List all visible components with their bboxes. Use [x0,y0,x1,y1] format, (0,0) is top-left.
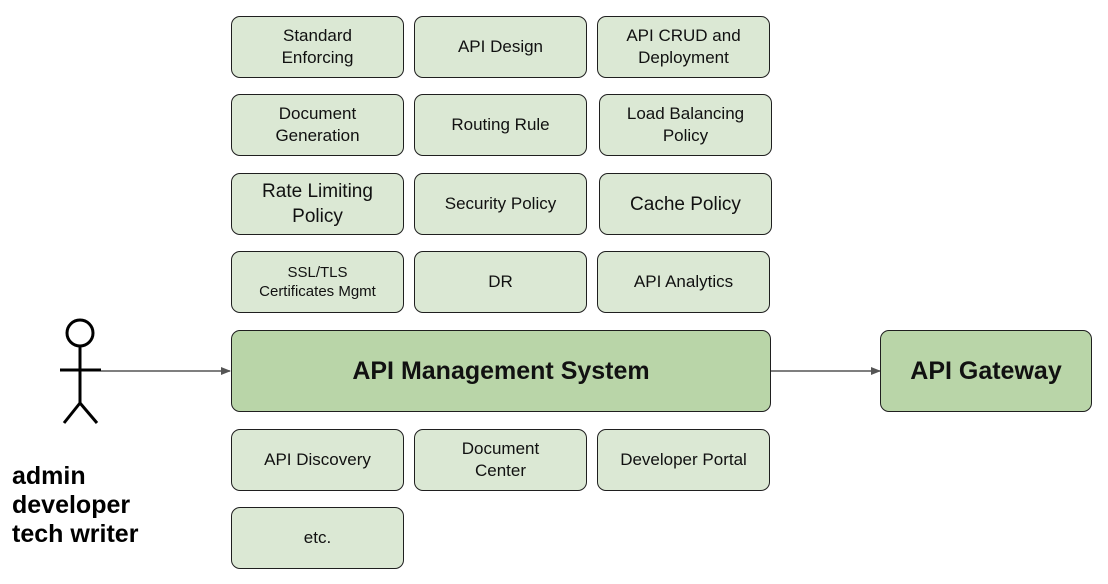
actor-role: developer [12,491,131,519]
module-api-analytics: API Analytics [597,251,770,313]
module-etc: etc. [231,507,404,569]
api-gateway-box: API Gateway [880,330,1092,412]
actor-role: admin [12,462,86,490]
actor-roles: admin developer tech writer [12,462,138,549]
actor-role: tech writer [12,520,139,548]
stick-figure-icon [60,318,101,424]
module-api-crud-deployment: API CRUD and Deployment [597,16,770,78]
api-management-system-box: API Management System [231,330,771,412]
module-routing-rule: Routing Rule [414,94,587,156]
module-api-discovery: API Discovery [231,429,404,491]
module-document-generation: Document Generation [231,94,404,156]
module-standard-enforcing: Standard Enforcing [231,16,404,78]
module-cache-policy: Cache Policy [599,173,772,235]
module-rate-limiting-policy: Rate Limiting Policy [231,173,404,235]
module-ssl-tls-certificates: SSL/TLS Certificates Mgmt [231,251,404,313]
module-dr: DR [414,251,587,313]
module-security-policy: Security Policy [414,173,587,235]
module-document-center: Document Center [414,429,587,491]
module-developer-portal: Developer Portal [597,429,770,491]
module-api-design: API Design [414,16,587,78]
module-load-balancing-policy: Load Balancing Policy [599,94,772,156]
